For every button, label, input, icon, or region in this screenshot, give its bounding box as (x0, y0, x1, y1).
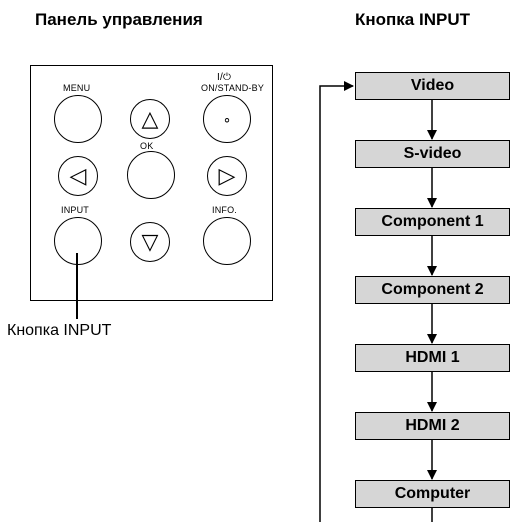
info-label: INFO. (212, 205, 237, 215)
input-callout-line (76, 253, 78, 319)
arrow-left-icon: ◁ (69, 163, 87, 188)
control-panel: MENU I/⏻ ON/STAND-BY OK INPUT INFO. △ ∘ … (30, 65, 273, 301)
ok-button[interactable] (127, 151, 175, 199)
loop-back-return (319, 81, 354, 522)
left-button[interactable]: ◁ (58, 156, 98, 196)
menu-button[interactable] (54, 95, 102, 143)
arrow-right-icon: ▷ (218, 163, 236, 188)
control-panel-heading: Панель управления (35, 10, 203, 29)
flow-item-component-2: Component 2 (355, 276, 510, 304)
input-button[interactable] (54, 217, 102, 265)
power-button[interactable]: ∘ (203, 95, 251, 143)
arrow-up-icon: △ (141, 106, 159, 131)
flow-item-s-video: S-video (355, 140, 510, 168)
flow-item-component-1: Component 1 (355, 208, 510, 236)
power-symbol-label: I/⏻ (217, 72, 232, 83)
info-button[interactable] (203, 217, 251, 265)
arrow-down-icon: ▽ (141, 229, 159, 254)
input-label: INPUT (61, 205, 89, 215)
flow-item-hdmi-2: HDMI 2 (355, 412, 510, 440)
up-button[interactable]: △ (130, 99, 170, 139)
flow-item-computer: Computer (355, 480, 510, 508)
flow-item-video: Video (355, 72, 510, 100)
menu-label: MENU (63, 83, 91, 93)
on-standby-label: ON/STAND-BY (201, 83, 265, 93)
input-callout-label: Кнопка INPUT (7, 322, 112, 339)
flow-item-hdmi-1: HDMI 1 (355, 344, 510, 372)
down-button[interactable]: ▽ (130, 222, 170, 262)
power-dot-icon: ∘ (222, 111, 232, 127)
ok-label: OK (140, 141, 154, 151)
input-button-heading: Кнопка INPUT (355, 10, 470, 29)
right-button[interactable]: ▷ (207, 156, 247, 196)
